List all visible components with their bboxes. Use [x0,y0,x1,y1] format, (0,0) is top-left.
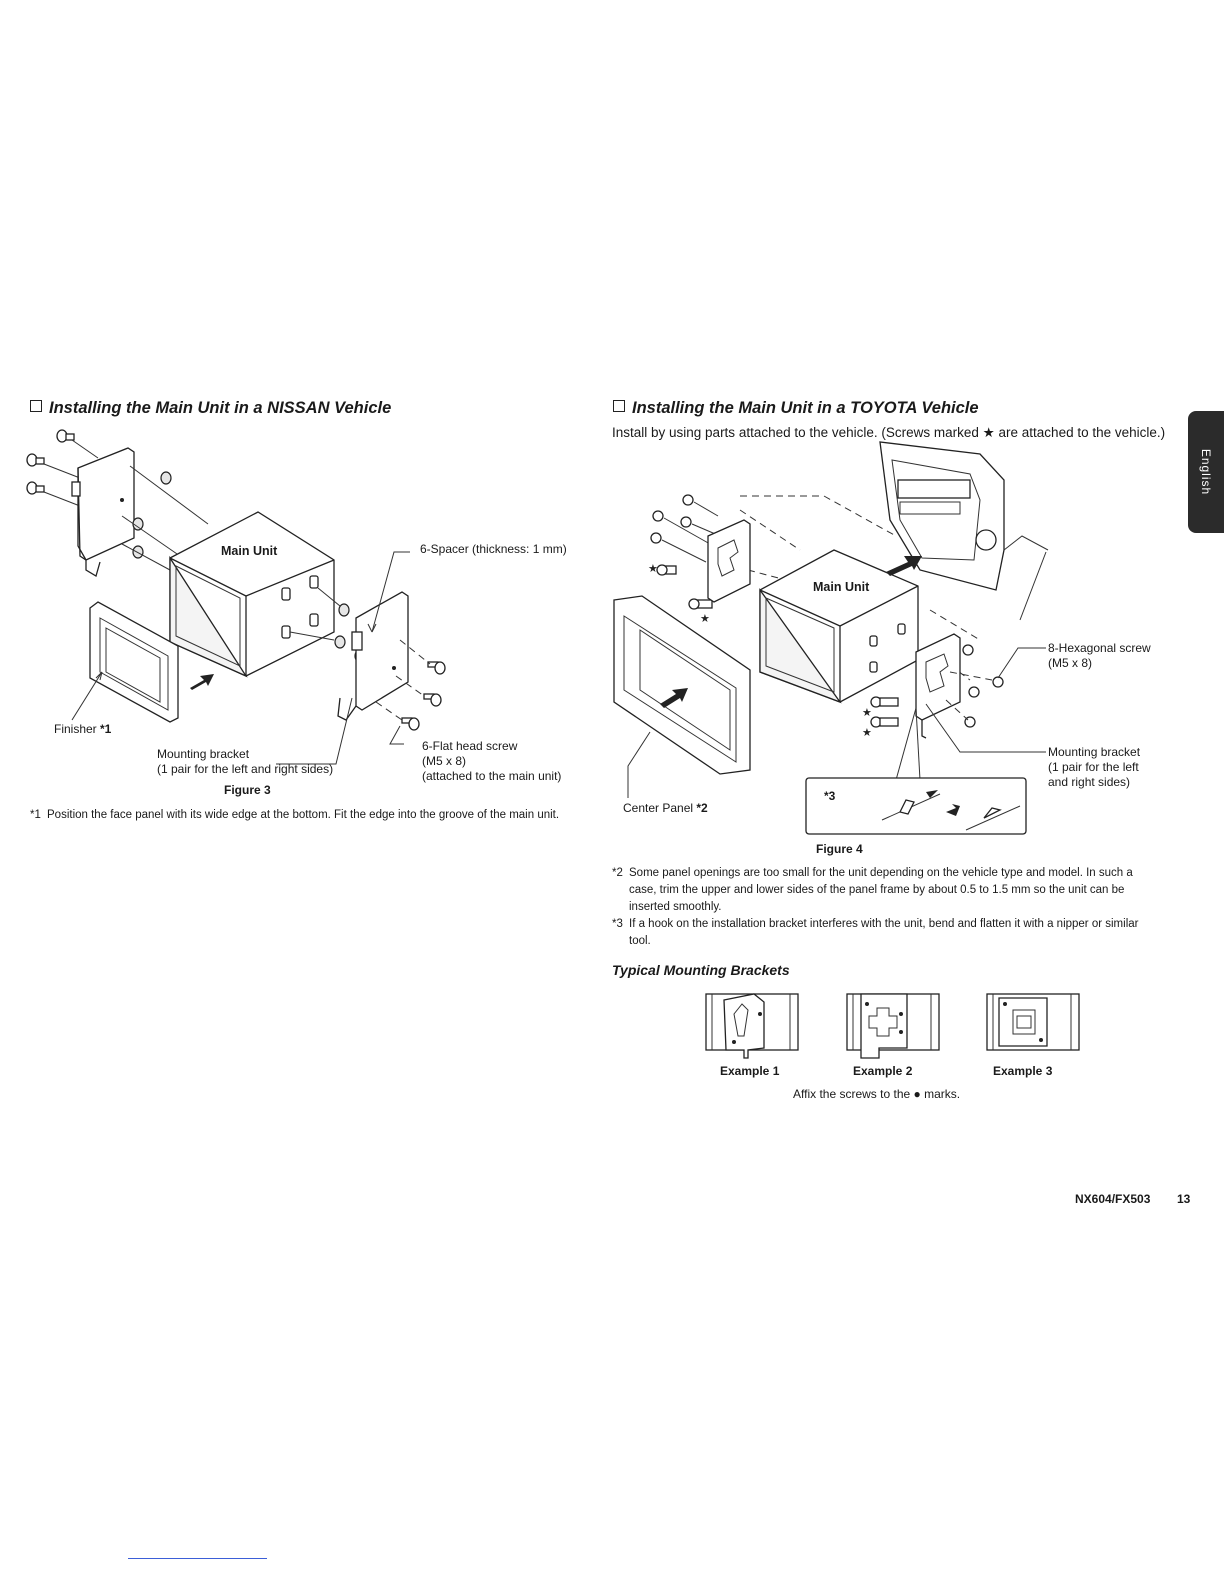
right-mounting-bracket [337,591,409,721]
toyota-mounting-bracket-label: Mounting bracket (1 pair for the left an… [1048,745,1141,789]
example-3-bracket [986,993,1080,1051]
spacer-icon [132,517,144,531]
spacer-label: 6-Spacer (thickness: 1 mm) [420,542,567,556]
vehicle-screw-icon [870,696,899,708]
star-mark-icon: ★ [862,726,872,739]
screw-icon [26,481,45,495]
center-panel-label: Center Panel *2 [623,801,708,815]
figure-4-caption: Figure 4 [816,842,863,856]
figure-3-caption: Figure 3 [224,783,271,797]
star-mark-icon: ★ [700,612,710,625]
left-mounting-bracket [707,519,751,603]
insert-arrow-icon [886,556,922,576]
vehicle-screw-icon [688,598,713,610]
flat-head-screw-label: 6-Flat head screw (M5 x 8) (attached to … [422,739,562,783]
spacer-icon [160,471,172,485]
hexagonal-screw-icon [680,516,692,528]
affix-instruction: Affix the screws to the ● marks. [793,1087,961,1101]
hexagonal-screw-icon [650,532,662,544]
hexagonal-screw-icon [962,644,974,656]
note-1: *1 Position the face panel with its wide… [30,809,560,821]
toyota-heading: Installing the Main Unit in a TOYOTA Veh… [613,399,979,418]
example-1-bracket [705,993,799,1059]
screw-icon [56,429,75,443]
right-mounting-bracket [915,633,961,739]
language-tab[interactable]: English [1188,411,1224,533]
note-3: *3 If a hook on the installation bracket… [612,918,1139,947]
main-unit-label: Main Unit [221,544,278,558]
star-mark-icon: ★ [648,562,658,575]
star-mark-icon: ★ [862,706,872,719]
hexagonal-screw-icon [968,686,980,698]
finisher-label: Finisher *1 [54,722,112,736]
figure-3-diagram [26,429,446,765]
panel-arrow-icon [660,688,688,708]
bottom-link-rule [128,1558,267,1559]
figure-4-diagram: ★ ★ ★ ★ [613,441,1049,835]
spacer-icon [334,635,346,649]
center-panel [613,595,751,775]
footer-model: NX604/FX503 [1075,1192,1151,1206]
example-2-label: Example 2 [853,1064,913,1078]
nissan-heading: Installing the Main Unit in a NISSAN Veh… [30,399,391,418]
hexagonal-screw-icon [682,494,694,506]
vehicle-dashboard [879,441,1049,621]
callout-ref-label: *3 [824,789,836,803]
language-tab-label: English [1199,448,1213,496]
hexagonal-screw-label: 8-Hexagonal screw (M5 x 8) [1048,641,1151,670]
example-3-label: Example 3 [993,1064,1053,1078]
checkbox-bullet-icon [613,400,625,412]
example-2-bracket [846,993,940,1059]
spacer-icon [338,603,350,617]
left-mounting-bracket [71,447,135,577]
finisher-frame [89,601,179,723]
mounting-bracket-label: Mounting bracket (1 pair for the left an… [157,747,334,776]
typical-brackets-heading: Typical Mounting Brackets [612,962,790,978]
toyota-main-unit-label: Main Unit [813,580,870,594]
toyota-intro: Install by using parts attached to the v… [612,425,1166,440]
hexagonal-screw-icon [652,510,664,522]
note-2: *2 Some panel openings are too small for… [612,867,1133,913]
hexagonal-screw-icon [992,676,1004,688]
flat-head-screw-icon [423,693,442,707]
main-unit-box [759,549,919,704]
vehicle-screw-icon [870,716,899,728]
page-number: 13 [1177,1192,1191,1206]
example-1-label: Example 1 [720,1064,780,1078]
vehicle-screw-icon [656,564,677,576]
checkbox-bullet-icon [30,400,42,412]
hook-callout-box [805,777,1027,835]
main-unit-box [169,511,335,678]
screw-icon [26,453,45,467]
flat-head-screw-icon [427,661,446,675]
insert-arrow-icon [190,674,214,690]
spacer-icon [132,545,144,559]
flat-head-screw-icon [401,717,420,731]
